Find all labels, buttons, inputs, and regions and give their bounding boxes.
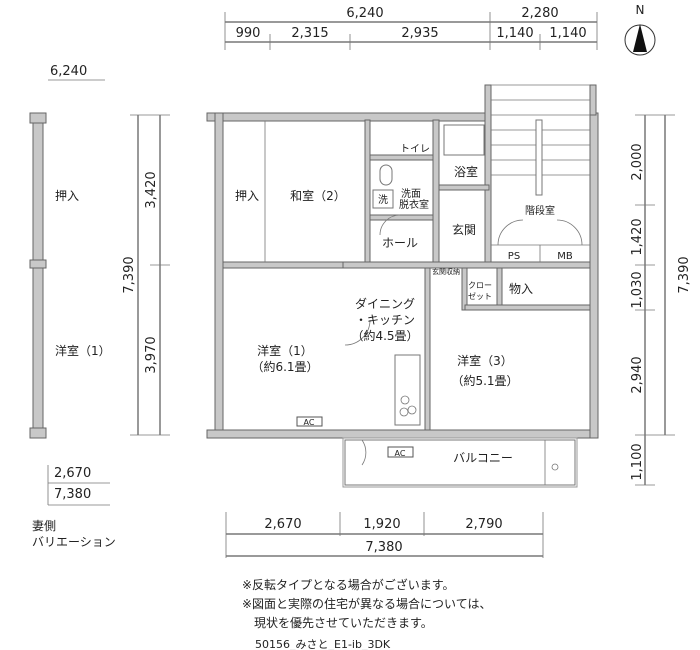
variation-caption: 妻側 bbox=[32, 519, 56, 533]
dim-left-part: 3,420 bbox=[144, 171, 159, 208]
dim-left-part: 3,970 bbox=[144, 336, 159, 373]
room-yoshitsu-1-size: （約6.1畳） bbox=[251, 359, 318, 374]
plan-walls bbox=[206, 84, 599, 488]
dim-top-total-2: 2,280 bbox=[521, 6, 558, 21]
room-monoire: 物入 bbox=[509, 282, 533, 296]
closet-label: クロー bbox=[468, 281, 492, 290]
room-hall: ホール bbox=[382, 236, 418, 250]
room-labels: 押入 和室（2） トイレ 浴室 洗 洗面 脱衣室 ホール 玄関 階段室 PS M… bbox=[235, 144, 573, 465]
dim-left-total: 7,390 bbox=[122, 256, 137, 293]
dim-bottom-part: 2,670 bbox=[264, 517, 301, 532]
variation-room-label: 洋室（1） bbox=[55, 343, 111, 358]
dim-top-total-1: 6,240 bbox=[346, 6, 383, 21]
room-genkan: 玄関 bbox=[452, 222, 476, 237]
notes: ※反転タイプとなる場合がございます。 ※図面と実際の住宅が異なる場合については、… bbox=[242, 577, 491, 650]
variation-caption: バリエーション bbox=[32, 535, 116, 549]
note-line: 現状を優先させていただきます。 bbox=[242, 616, 433, 630]
variation-dim1: 2,670 bbox=[54, 466, 91, 481]
room-toilet: トイレ bbox=[400, 144, 430, 155]
dim-right-part: 1,030 bbox=[630, 271, 645, 308]
washer-label: 洗 bbox=[378, 194, 388, 206]
variation-oshiire-label: 押入 bbox=[55, 189, 79, 203]
room-yoshitsu-3: 洋室（3） bbox=[457, 353, 513, 368]
north-label: N bbox=[636, 3, 645, 17]
right-dimensions: 2,000 1,420 1,030 2,940 1,100 7,390 bbox=[630, 114, 692, 486]
top-dimensions: 6,240 2,280 990 2,315 2,935 1,140 1,140 bbox=[224, 6, 598, 50]
closet-label: ゼット bbox=[468, 291, 492, 301]
room-yoshitsu-1: 洋室（1） bbox=[257, 343, 313, 358]
dim-top-part: 2,935 bbox=[401, 26, 438, 41]
plan-id: 50156_みさと_E1-ib_3DK bbox=[255, 638, 391, 650]
north-arrow-icon: N bbox=[624, 3, 656, 56]
dim-bottom-part: 1,920 bbox=[363, 517, 400, 532]
dim-top-part: 2,315 bbox=[291, 26, 328, 41]
dim-bottom-part: 2,790 bbox=[465, 517, 502, 532]
dim-right-part: 1,420 bbox=[630, 218, 645, 255]
dim-right-part: 1,100 bbox=[630, 443, 645, 480]
genkan-storage: 玄関収納 bbox=[432, 267, 460, 276]
left-dimensions: 7,390 3,420 3,970 bbox=[122, 114, 170, 436]
dim-right-part: 2,940 bbox=[630, 356, 645, 393]
room-dk: ・キッチン bbox=[355, 313, 415, 327]
bottom-dimensions: 2,670 1,920 2,790 7,380 bbox=[225, 512, 544, 558]
room-stairs: 階段室 bbox=[525, 204, 555, 217]
mb-label: MB bbox=[557, 251, 573, 262]
variation-dim: 6,240 bbox=[50, 64, 87, 79]
room-senmen: 洗面 bbox=[401, 188, 421, 200]
room-dk: ダイニング bbox=[355, 296, 415, 311]
ac-label: AC bbox=[304, 418, 315, 427]
room-dk-size: （約4.5畳） bbox=[351, 328, 418, 343]
room-washitsu-2: 和室（2） bbox=[290, 188, 346, 203]
room-oshiire: 押入 bbox=[235, 189, 259, 203]
note-line: ※図面と実際の住宅が異なる場合については、 bbox=[242, 596, 491, 611]
room-yoshitsu-3-size: （約5.1畳） bbox=[451, 373, 518, 388]
ac-label: AC bbox=[395, 449, 406, 458]
ps-label: PS bbox=[508, 251, 520, 262]
dim-right-part: 2,000 bbox=[630, 143, 645, 180]
dim-top-part: 1,140 bbox=[496, 26, 533, 41]
room-datsui: 脱衣室 bbox=[399, 198, 429, 211]
dim-top-part: 990 bbox=[236, 26, 261, 41]
variation-dim2: 7,380 bbox=[54, 487, 91, 502]
room-bath: 浴室 bbox=[454, 164, 478, 179]
dim-bottom-total: 7,380 bbox=[365, 540, 402, 555]
dim-top-part: 1,140 bbox=[549, 26, 586, 41]
note-line: ※反転タイプとなる場合がございます。 bbox=[242, 577, 455, 592]
balcony-label: バルコニー bbox=[453, 451, 513, 465]
side-variation: 6,240 押入 洋室（1） 2,670 7,380 妻側 バリエーション bbox=[29, 64, 116, 549]
dim-right-total: 7,390 bbox=[677, 256, 692, 293]
